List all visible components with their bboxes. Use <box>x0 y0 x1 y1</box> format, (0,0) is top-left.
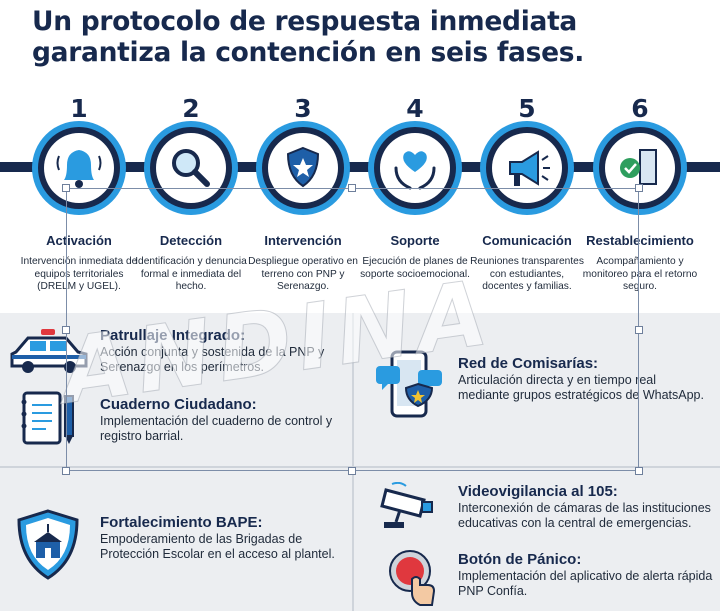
phase-number: 5 <box>518 94 536 123</box>
phase-desc: Despliegue operativo en terreno con PNP … <box>248 256 358 293</box>
feature-desc: Implementación del aplicativo de alerta … <box>458 569 713 598</box>
phase-titles: Activación Detección Intervención Soport… <box>0 233 720 253</box>
phase-desc: Intervención inmediata de equipos territ… <box>20 256 138 293</box>
feature-desc: Articulación directa y en tiempo real me… <box>458 373 704 402</box>
phase-number: 4 <box>406 94 424 123</box>
feature-title: Red de Comisarías: <box>458 355 599 372</box>
phase-number: 6 <box>631 94 649 123</box>
school-shield-icon <box>17 509 79 580</box>
phase-desc: Ejecución de planes de soporte socioemoc… <box>360 256 470 280</box>
feature-title: Videovigilancia al 105: <box>458 483 618 500</box>
feature-comisarias: Red de Comisarías: Articulación directa … <box>458 355 708 402</box>
feature-title: Cuaderno Ciudadano: <box>100 396 257 413</box>
timeline-bar <box>0 162 720 172</box>
resize-handle[interactable] <box>348 467 356 475</box>
phase-timeline <box>0 121 720 215</box>
feature-desc: Empoderamiento de las Brigadas de Protec… <box>100 532 335 561</box>
feature-patrullaje: Patrullaje Integrado: Acción conjunta y … <box>100 327 345 374</box>
panel-divider <box>352 313 354 611</box>
feature-panico: Botón de Pánico: Implementación del apli… <box>458 551 713 598</box>
feature-title: Botón de Pánico: <box>458 551 582 568</box>
page-title: Un protocolo de respuesta inmediata gara… <box>32 6 585 68</box>
feature-title: Fortalecimiento BAPE: <box>100 514 263 531</box>
resize-handle[interactable] <box>62 184 70 192</box>
resize-handle[interactable] <box>635 184 643 192</box>
selection-box[interactable] <box>66 188 639 471</box>
phase-descriptions: Intervención inmediata de equipos territ… <box>0 256 720 316</box>
phase-number: 1 <box>70 94 88 123</box>
phase-title: Intervención <box>264 233 342 248</box>
police-car-icon <box>10 329 88 373</box>
phase-title: Activación <box>46 233 112 248</box>
feature-bape: Fortalecimiento BAPE: Empoderamiento de … <box>100 514 345 561</box>
phase-number: 2 <box>182 94 200 123</box>
phase-title: Detección <box>159 233 223 248</box>
phase-title: Comunicación <box>482 233 572 248</box>
phone-chat-icon <box>376 350 442 418</box>
phase-number: 3 <box>294 94 312 123</box>
resize-handle[interactable] <box>348 184 356 192</box>
feature-desc: Implementación del cuaderno de control y… <box>100 414 333 443</box>
phase-title: Restablecimiento <box>586 233 694 248</box>
feature-title: Patrullaje Integrado: <box>100 327 246 344</box>
resize-handle[interactable] <box>635 326 643 334</box>
measures-panel <box>0 313 720 611</box>
feature-desc: Interconexión de cámaras de las instituc… <box>458 501 711 530</box>
notebook-icon <box>21 391 74 445</box>
phase-desc: Acompañamiento y monitoreo para el retor… <box>582 256 698 293</box>
cctv-camera-icon <box>380 482 433 528</box>
resize-handle[interactable] <box>62 326 70 334</box>
phase-title: Soporte <box>390 233 440 248</box>
panic-button-icon <box>389 550 436 606</box>
resize-handle[interactable] <box>62 467 70 475</box>
panel-divider <box>0 466 720 468</box>
phase-desc: Reuniones transparentes con estudiantes,… <box>470 256 584 293</box>
feature-cuaderno: Cuaderno Ciudadano: Implementación del c… <box>100 396 345 443</box>
feature-videovigilancia: Videovigilancia al 105: Interconexión de… <box>458 483 713 530</box>
phase-numbers: 1 2 3 4 5 6 <box>0 94 720 124</box>
feature-desc: Acción conjunta y sostenida de la PNP y … <box>100 345 325 374</box>
phase-desc: Identificación y denuncia formal e inmed… <box>135 256 247 293</box>
resize-handle[interactable] <box>635 467 643 475</box>
